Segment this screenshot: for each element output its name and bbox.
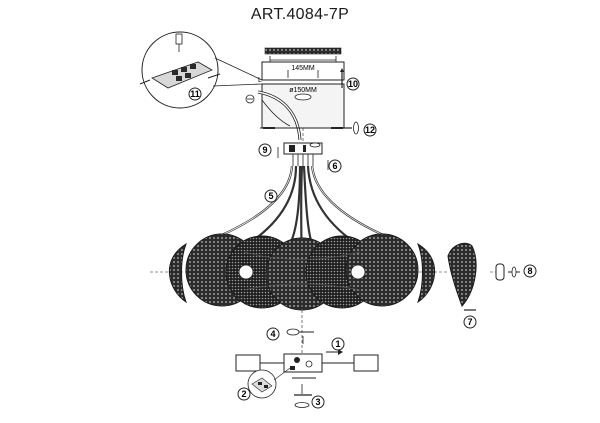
callout-5: 5 xyxy=(264,189,278,203)
cap-nut-part xyxy=(340,121,359,135)
hub-detail-view xyxy=(247,367,291,399)
svg-text:7: 7 xyxy=(467,317,472,327)
lampholder-part xyxy=(495,263,520,281)
callout-11: 11 xyxy=(188,87,202,101)
screw-part xyxy=(340,68,344,88)
callout-1: 1 xyxy=(331,337,345,351)
svg-text:2: 2 xyxy=(241,389,246,399)
wire-mark-label: L xyxy=(258,77,262,84)
bottom-hub xyxy=(235,300,379,408)
callout-4: 4 xyxy=(266,327,280,341)
canopy-diameter-label: ø150MM xyxy=(289,87,317,94)
callout-8: 8 xyxy=(523,264,537,278)
svg-text:8: 8 xyxy=(527,266,532,276)
svg-text:1: 1 xyxy=(335,339,340,349)
svg-text:10: 10 xyxy=(348,79,358,89)
callout-12: 12 xyxy=(363,123,377,137)
product-title: ART.4084-7P xyxy=(250,6,350,23)
svg-text:11: 11 xyxy=(190,89,200,99)
bulbs xyxy=(238,264,366,280)
svg-text:6: 6 xyxy=(332,161,337,171)
callout-7: 7 xyxy=(463,315,477,329)
svg-text:12: 12 xyxy=(365,125,375,135)
callout-10: 10 xyxy=(346,77,360,91)
terminal-detail-view xyxy=(139,31,263,109)
callout-3: 3 xyxy=(311,395,325,409)
coupler-part xyxy=(277,128,329,170)
svg-text:3: 3 xyxy=(315,397,320,407)
callout-9: 9 xyxy=(258,143,272,157)
svg-text:4: 4 xyxy=(270,329,275,339)
svg-text:9: 9 xyxy=(262,145,267,155)
bracket-width-label: 145MM xyxy=(291,65,315,72)
mesh-shades xyxy=(169,233,435,311)
ceiling-bracket xyxy=(245,47,346,141)
shade-part xyxy=(447,242,477,311)
callout-2: 2 xyxy=(237,387,251,401)
svg-text:5: 5 xyxy=(268,191,273,201)
callout-6: 6 xyxy=(328,159,342,173)
